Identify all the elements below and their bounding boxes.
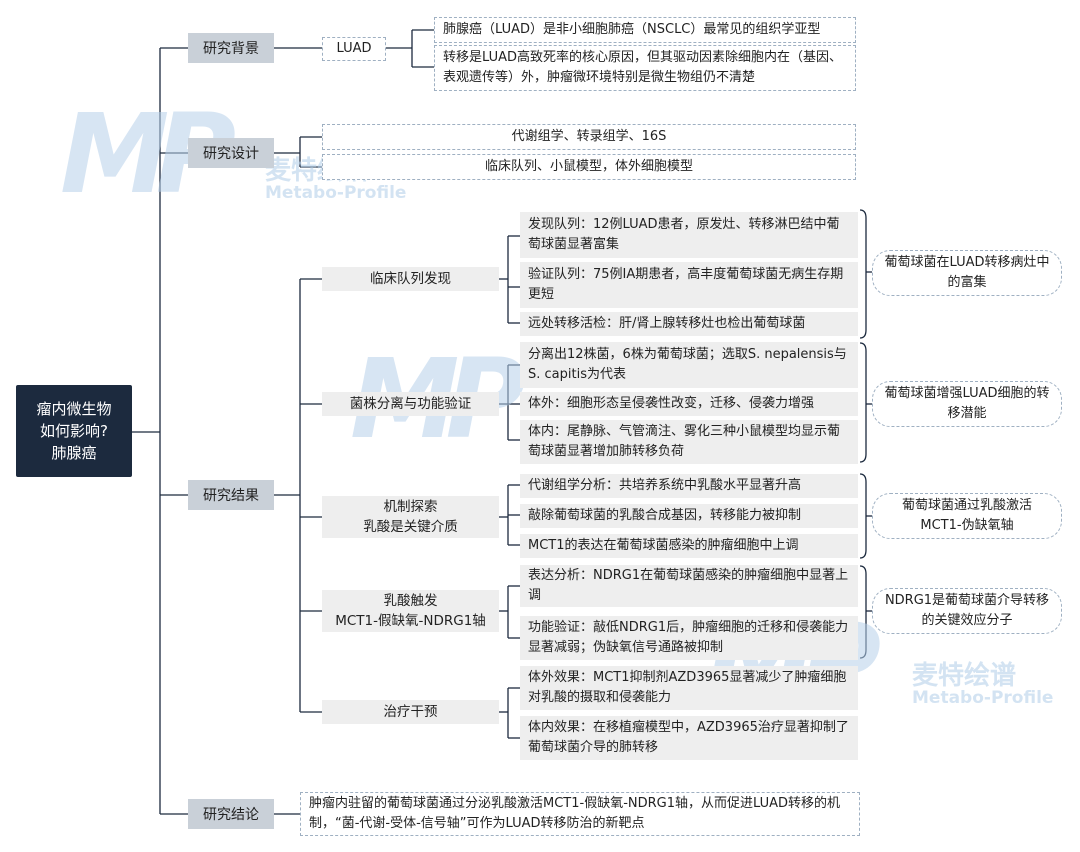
results-group-1: 临床队列发现 [322, 267, 499, 291]
results-2-conclusion: 葡萄球菌增强LUAD细胞的转移潜能 [872, 381, 1062, 427]
design-item-2: 临床队列、小鼠模型，体外细胞模型 [322, 154, 856, 180]
results-4-conclusion: NDRG1是葡萄球菌介导转移的关键效应分子 [872, 588, 1062, 634]
node-conclusion: 研究结论 [188, 799, 274, 829]
results-1-item-1: 发现队列：12例LUAD患者，原发灶、转移淋巴结中葡萄球菌显著富集 [520, 212, 858, 258]
root-node: 瘤内微生物 如何影响? 肺腺癌 [16, 385, 132, 477]
results-1-conclusion: 葡萄球菌在LUAD转移病灶中的富集 [872, 250, 1062, 296]
results-2-item-2: 体外：细胞形态呈侵袭性改变，迁移、侵袭力增强 [520, 392, 858, 416]
results-3-item-1: 代谢组学分析：共培养系统中乳酸水平显著升高 [520, 474, 858, 498]
results-3-item-2: 敲除葡萄球菌的乳酸合成基因，转移能力被抑制 [520, 504, 858, 528]
results-5-item-1: 体外效果：MCT1抑制剂AZD3965显著减少了肿瘤细胞对乳酸的摄取和侵袭能力 [520, 666, 858, 710]
background-topic: LUAD [322, 37, 386, 61]
results-group-4: 乳酸触发 MCT1-假缺氧-NDRG1轴 [322, 590, 499, 632]
results-1-item-2: 验证队列：75例IA期患者，高丰度葡萄球菌无病生存期更短 [520, 262, 858, 308]
results-group-3: 机制探索 乳酸是关键介质 [322, 496, 499, 538]
results-group-5: 治疗干预 [322, 700, 499, 724]
results-4-item-1: 表达分析：NDRG1在葡萄球菌感染的肿瘤细胞中显著上调 [520, 565, 858, 607]
background-item-2: 转移是LUAD高致死率的核心原因，但其驱动因素除细胞内在（基因、表观遗传等）外，… [434, 45, 856, 91]
node-background: 研究背景 [188, 33, 274, 63]
results-5-item-2: 体内效果：在移植瘤模型中，AZD3965治疗显著抑制了葡萄球菌介导的肺转移 [520, 716, 858, 760]
results-1-item-3: 远处转移活检：肝/肾上腺转移灶也检出葡萄球菌 [520, 312, 858, 336]
node-results: 研究结果 [188, 480, 274, 510]
background-item-1: 肺腺癌（LUAD）是非小细胞肺癌（NSCLC）最常见的组织学亚型 [434, 17, 856, 43]
design-item-1: 代谢组学、转录组学、16S [322, 124, 856, 150]
results-4-item-2: 功能验证：敲低NDRG1后，肿瘤细胞的迁移和侵袭能力显著减弱；伪缺氧信号通路被抑… [520, 616, 858, 660]
results-2-item-1: 分离出12株菌，6株为葡萄球菌；选取S. nepalensis与S. capit… [520, 342, 858, 388]
results-3-conclusion: 葡萄球菌通过乳酸激活MCT1-伪缺氧轴 [872, 493, 1062, 539]
results-3-item-3: MCT1的表达在葡萄球菌感染的肿瘤细胞中上调 [520, 534, 858, 558]
results-2-item-3: 体内：尾静脉、气管滴注、雾化三种小鼠模型均显示葡萄球菌显著增加肺转移负荷 [520, 420, 858, 464]
conclusion-text: 肿瘤内驻留的葡萄球菌通过分泌乳酸激活MCT1-假缺氧-NDRG1轴，从而促进LU… [300, 792, 860, 836]
results-group-2: 菌株分离与功能验证 [322, 392, 499, 416]
node-design: 研究设计 [188, 138, 274, 168]
